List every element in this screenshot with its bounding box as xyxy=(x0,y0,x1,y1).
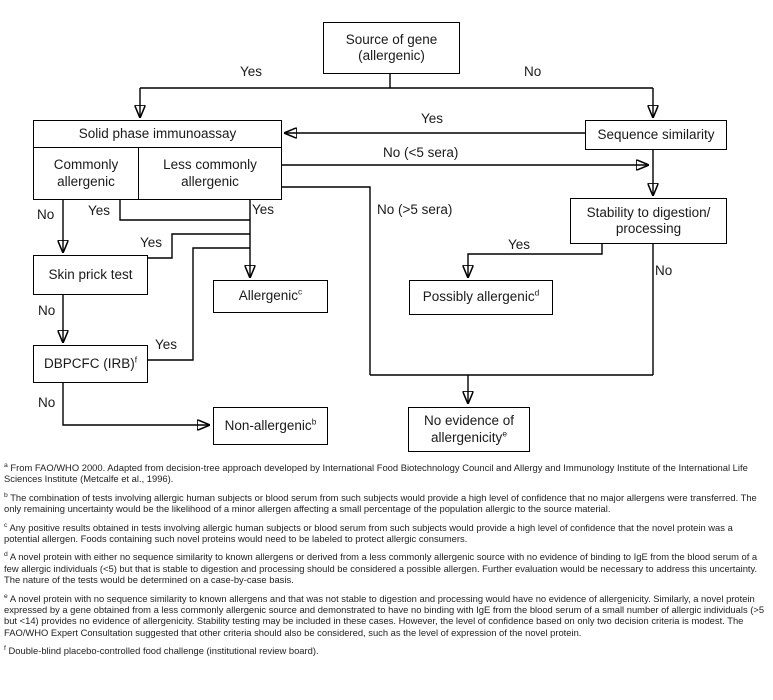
footnote-marker: f xyxy=(4,645,6,653)
footnotes-block: a From FAO/WHO 2000. Adapted from decisi… xyxy=(4,462,770,664)
footnote-d: d A novel protein with either no sequenc… xyxy=(4,551,770,585)
edge-label-yes-less-commonly: Yes xyxy=(252,202,275,217)
footnote-ref-b: b xyxy=(311,416,317,427)
node-label: DBPCFC (IRB)f xyxy=(43,354,138,371)
edge-label-no-stability: No xyxy=(655,263,673,278)
footnote-marker: e xyxy=(4,592,8,600)
node-label: Solid phase immunoassay xyxy=(78,125,237,141)
footnote-e: e A novel protein with no sequence simil… xyxy=(4,593,770,639)
solid-phase-cells: Commonly allergenic Less commonly allerg… xyxy=(34,148,281,199)
edge-label-no-skin-prick: No xyxy=(38,303,56,318)
edge-label-yes-top-left: Yes xyxy=(240,64,263,79)
edge-label-yes-sequence-back: Yes xyxy=(421,111,444,126)
node-label: Non-allergenicb xyxy=(224,416,317,433)
cell-commonly-allergenic: Commonly allergenic xyxy=(34,148,139,199)
footnote-b: b The combination of tests involving all… xyxy=(4,492,770,515)
footnote-a: a From FAO/WHO 2000. Adapted from decisi… xyxy=(4,462,770,485)
edge-label-no-gt5-sera: No (>5 sera) xyxy=(377,202,453,217)
node-solid-phase-immunoassay: Solid phase immunoassay Commonly allerge… xyxy=(33,120,282,200)
node-non-allergenic: Non-allergenicb xyxy=(213,407,328,445)
footnote-text: Any positive results obtained in tests i… xyxy=(4,521,733,545)
flowchart-connectors xyxy=(0,74,773,460)
node-source-of-gene: Source of gene (allergenic) xyxy=(323,22,460,74)
cell-less-commonly-allergenic: Less commonly allergenic xyxy=(139,148,281,199)
edge-label-no-dbpcfc: No xyxy=(38,395,56,410)
footnote-f: f Double-blind placebo-controlled food c… xyxy=(4,645,770,656)
node-label: No evidence of allergenicitye xyxy=(423,413,515,445)
footnote-marker: d xyxy=(4,551,8,559)
connector-no-gt5-line xyxy=(282,186,371,375)
footnote-text: From FAO/WHO 2000. Adapted from decision… xyxy=(4,462,748,485)
edge-label-yes-commonly: Yes xyxy=(88,203,111,218)
node-allergenic: Allergenicc xyxy=(213,280,328,313)
node-possibly-allergenic: Possibly allergenicd xyxy=(409,280,553,315)
footnote-marker: c xyxy=(4,521,8,529)
node-skin-prick-test: Skin prick test xyxy=(33,255,148,295)
connector-dbpcfc-yes-line xyxy=(148,247,250,361)
footnote-marker: b xyxy=(4,491,8,499)
edge-label-no-commonly: No xyxy=(37,207,55,222)
footnote-text: A novel protein with either no sequence … xyxy=(4,551,758,586)
solid-phase-header: Solid phase immunoassay xyxy=(34,121,281,148)
edge-label-yes-dbpcfc: Yes xyxy=(155,337,178,352)
arrow-no-to-non-allergenic xyxy=(62,383,209,425)
footnote-ref-c: c xyxy=(298,286,303,297)
footnote-text: The combination of tests involving aller… xyxy=(4,491,757,515)
edge-label-no-top-right: No xyxy=(524,64,542,79)
footnote-text: A novel protein with no sequence similar… xyxy=(4,592,765,638)
node-label: Source of gene (allergenic) xyxy=(345,31,438,63)
edge-label-no-lt5-sera: No (<5 sera) xyxy=(383,145,459,160)
node-label: Less commonly allergenic xyxy=(163,157,257,189)
node-label: Commonly allergenic xyxy=(53,157,119,189)
node-label: Allergenicc xyxy=(238,286,303,304)
node-label: Skin prick test xyxy=(48,266,133,282)
footnote-ref-f: f xyxy=(134,354,138,365)
footnote-text: Double-blind placebo-controlled food cha… xyxy=(8,645,319,657)
footnote-marker: a xyxy=(4,461,8,469)
edge-label-yes-skin-prick: Yes xyxy=(140,235,163,250)
connector-skinprick-yes-line xyxy=(148,233,250,259)
connector-commonly-yes-line xyxy=(119,200,250,221)
node-stability-to-digestion: Stability to digestion/ processing xyxy=(570,198,727,244)
arrow-stability-yes-to-possibly xyxy=(468,244,603,277)
footnote-c: c Any positive results obtained in tests… xyxy=(4,522,770,545)
footnote-ref-d: d xyxy=(534,287,540,298)
node-label: Sequence similarity xyxy=(597,126,715,142)
node-no-evidence: No evidence of allergenicitye xyxy=(408,407,530,452)
edge-label-yes-stability: Yes xyxy=(508,237,531,252)
node-label: Possibly allergenicd xyxy=(422,287,540,305)
node-sequence-similarity: Sequence similarity xyxy=(585,120,727,150)
footnote-ref-e: e xyxy=(502,428,507,438)
node-dbpcfc: DBPCFC (IRB)f xyxy=(33,345,148,383)
node-label: Stability to digestion/ processing xyxy=(586,204,711,236)
